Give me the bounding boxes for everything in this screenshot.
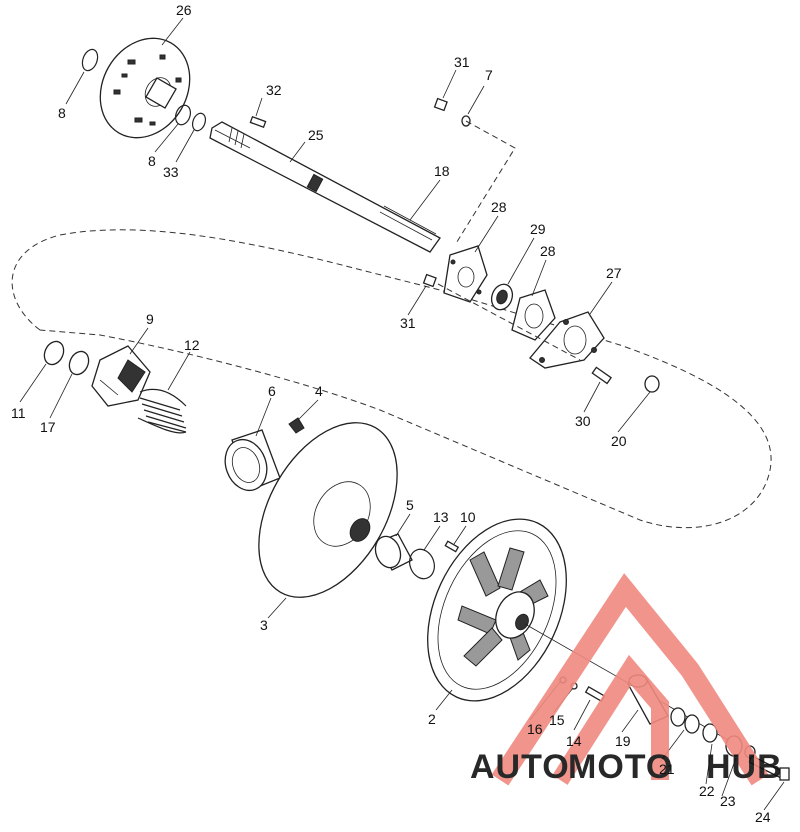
label-31-top: 31 <box>454 54 470 70</box>
part-17-washer <box>68 350 90 376</box>
label-23: 23 <box>720 793 736 809</box>
label-18: 18 <box>434 163 450 179</box>
label-31-bottom: 31 <box>400 315 416 331</box>
label-12: 12 <box>184 337 200 353</box>
label-24: 24 <box>755 809 771 825</box>
label-15: 15 <box>549 712 565 728</box>
part-12-spring <box>137 388 187 434</box>
part-21-washer-a <box>670 707 686 727</box>
watermark-logo: AUTO MOTO HUB <box>470 573 783 786</box>
label-17: 17 <box>40 419 56 435</box>
label-6: 6 <box>268 383 276 399</box>
label-13: 13 <box>433 509 449 525</box>
part-33-ring <box>191 112 207 132</box>
label-10: 10 <box>460 509 476 525</box>
part-32-pin <box>249 115 267 129</box>
label-30: 30 <box>575 413 591 429</box>
label-28-right: 28 <box>540 243 556 259</box>
part-3-sheave <box>258 422 398 598</box>
label-26: 26 <box>176 2 192 18</box>
fastener-guide-line-bottom <box>437 283 581 361</box>
label-22: 22 <box>699 783 715 799</box>
label-5: 5 <box>406 497 414 513</box>
part-28-bearing-plate-left <box>443 245 488 303</box>
part-8-o-ring-top <box>81 48 99 72</box>
fastener-guide-line-top <box>454 120 516 246</box>
label-25: 25 <box>308 127 324 143</box>
label-16: 16 <box>527 721 543 737</box>
part-29-bearing <box>490 283 514 311</box>
part-26-flange-disc <box>99 37 191 139</box>
label-33: 33 <box>163 164 179 180</box>
drive-belt-outline <box>11 229 772 529</box>
part-21-washer-b <box>684 714 700 734</box>
part-9-cam <box>91 345 151 407</box>
label-3: 3 <box>260 617 268 633</box>
label-20: 20 <box>611 433 627 449</box>
label-9: 9 <box>146 311 154 327</box>
label-21: 21 <box>659 761 675 777</box>
leader-lines <box>19 17 785 811</box>
part-11-cap <box>43 340 65 366</box>
watermark-text-moto: MOTO <box>568 748 673 786</box>
label-7: 7 <box>485 67 493 83</box>
label-27: 27 <box>606 265 622 281</box>
part-6-bushing <box>224 429 281 492</box>
watermark-triangle-outer <box>491 573 769 786</box>
part-27-flange-plate <box>529 311 605 369</box>
label-28-left: 28 <box>491 199 507 215</box>
label-29: 29 <box>530 221 546 237</box>
label-8-lower: 8 <box>148 153 156 169</box>
part-4-clip <box>288 417 305 434</box>
part-2-fan-sheave <box>427 518 567 702</box>
label-19: 19 <box>615 733 631 749</box>
watermark-triangle-inner <box>552 654 669 785</box>
label-32: 32 <box>266 82 282 98</box>
part-8-o-ring-lower <box>174 104 192 126</box>
label-11: 11 <box>11 405 26 421</box>
part-13-ring <box>409 548 435 580</box>
part-30-bolt <box>591 366 612 385</box>
part-28-bearing-plate-right <box>511 289 556 341</box>
part-10-pin <box>444 540 460 553</box>
part-labels: 26 8 8 33 32 25 31 7 18 28 29 28 27 31 9… <box>11 2 771 825</box>
part-31-nut-bottom <box>422 273 437 288</box>
part-31-nut-top <box>433 97 448 112</box>
watermark-text-auto: AUTO <box>470 748 570 786</box>
label-14: 14 <box>566 733 582 749</box>
part-22-washer <box>702 723 718 743</box>
part-25-shaft <box>209 121 441 253</box>
label-8-top: 8 <box>58 105 66 121</box>
watermark-text-hub: HUB <box>706 748 783 786</box>
label-2: 2 <box>428 711 436 727</box>
label-4: 4 <box>315 383 323 399</box>
part-5-bushing <box>374 533 413 571</box>
part-20-nut <box>644 375 660 393</box>
